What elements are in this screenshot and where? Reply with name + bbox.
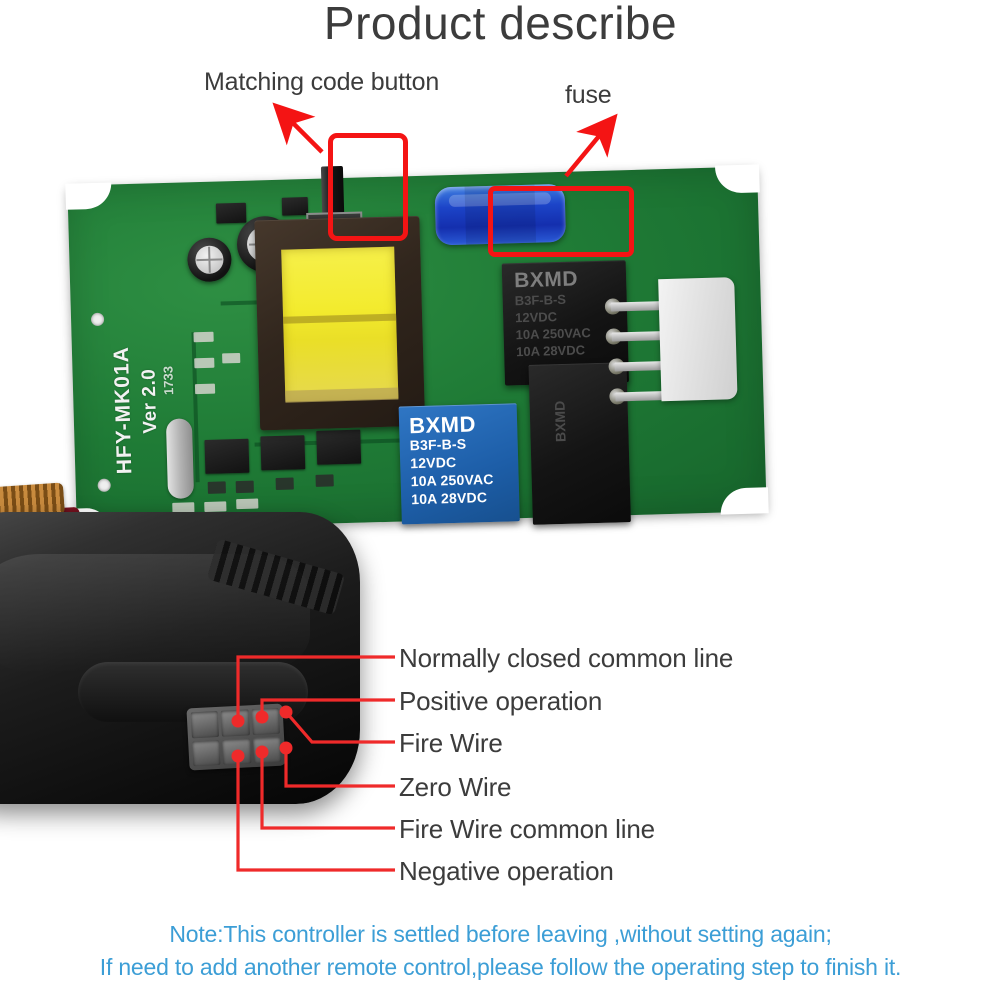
callout-label-fire-wire-common-line: Fire Wire common line xyxy=(399,814,655,844)
callout-label-fire-wire: Fire Wire xyxy=(399,728,503,758)
socket-pin-5 xyxy=(222,737,252,765)
note-block: Note:This controller is settled before l… xyxy=(0,918,1001,983)
page-title: Product describe xyxy=(323,0,678,49)
callout-label-normally-closed-common-line: Normally closed common line xyxy=(399,643,734,673)
socket-pin-6 xyxy=(252,736,282,764)
socket-pin-2 xyxy=(220,709,250,737)
callout-label-negative-operation: Negative operation xyxy=(399,856,614,886)
note-line-2: If need to add another remote control,pl… xyxy=(99,953,902,980)
arrow-matching-button xyxy=(272,102,324,154)
socket-pin-4 xyxy=(192,739,221,767)
arrow-fuse xyxy=(564,113,618,178)
callout-label-positive-operation: Positive operation xyxy=(399,686,603,716)
label-matching-code-button: Matching code button xyxy=(204,68,440,96)
callout-label-zero-wire: Zero Wire xyxy=(399,772,512,802)
label-fuse: fuse xyxy=(565,81,612,109)
socket-pin-1 xyxy=(190,710,220,738)
marker-rect-fuse xyxy=(488,186,634,257)
note-line-1: Note:This controller is settled before l… xyxy=(169,921,832,947)
marker-rect-matching-button xyxy=(328,133,408,241)
remote-body xyxy=(0,512,360,804)
remote-controller-case xyxy=(0,482,380,826)
socket-pin-3 xyxy=(251,707,280,735)
six-pin-socket xyxy=(186,703,286,771)
